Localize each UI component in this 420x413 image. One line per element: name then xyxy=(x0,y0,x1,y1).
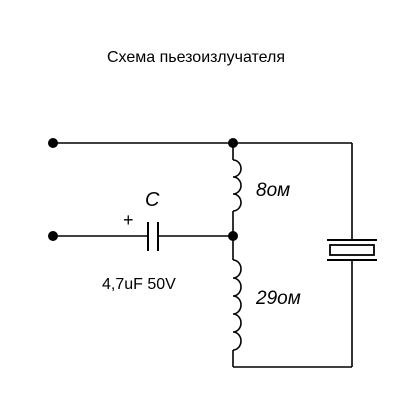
capacitor-rating-label: 4,7uF 50V xyxy=(102,276,176,293)
lower-coil xyxy=(232,259,242,351)
tap-junction-dot xyxy=(228,231,238,241)
top-junction-dot xyxy=(228,138,238,148)
middle-input-terminal xyxy=(48,231,58,241)
top-input-terminal xyxy=(48,138,58,148)
diagram-title: Схема пьезоизлучателя xyxy=(106,49,286,66)
upper-coil xyxy=(232,159,242,212)
capacitor-name-label: C xyxy=(145,189,160,211)
piezo-emitter xyxy=(327,239,377,261)
capacitor-polarity-label: + xyxy=(123,210,134,230)
upper-coil-label: 8ом xyxy=(256,180,290,201)
lower-coil-label: 29ом xyxy=(255,288,301,309)
